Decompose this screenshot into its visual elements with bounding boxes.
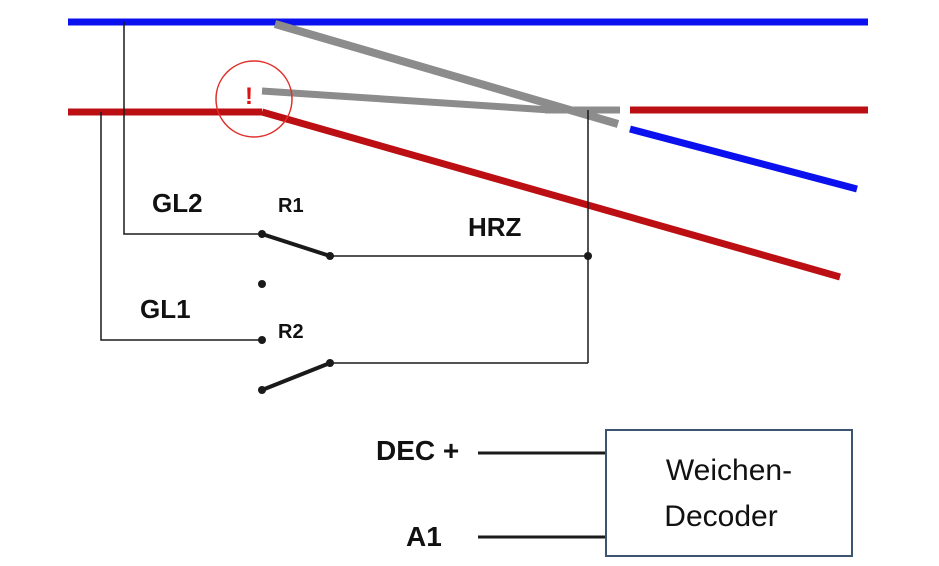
node-r1-left	[258, 230, 266, 238]
node-middle	[258, 280, 266, 288]
warning-circle	[215, 60, 293, 138]
node-r2-right	[326, 359, 334, 367]
label-r1: R1	[278, 195, 304, 217]
wire-gl2	[123, 22, 262, 235]
node-hrz	[584, 252, 592, 260]
warning-mark: !	[245, 83, 253, 110]
label-gl1: GL1	[140, 294, 191, 324]
wire-gl1	[100, 112, 262, 341]
decoder-box-line2: Decoder	[664, 500, 777, 533]
label-r2: R2	[278, 321, 304, 343]
label-dec-plus: DEC +	[376, 435, 459, 466]
decoder-box-line1: Weichen-	[666, 454, 792, 487]
rail-red-diagonal	[261, 108, 841, 281]
node-r1-right	[326, 252, 334, 260]
label-a1: A1	[406, 521, 442, 552]
node-r2-top	[258, 336, 266, 344]
relay-r1-contact	[261, 232, 331, 258]
relay-r2-contact	[261, 361, 331, 392]
rail-blue-lower-right	[629, 125, 858, 193]
node-r2-bottom	[258, 386, 266, 394]
decoder-box	[605, 429, 853, 557]
label-hrz: HRZ	[468, 212, 522, 242]
rail-gray-closure	[261, 87, 551, 114]
label-gl2: GL2	[152, 188, 203, 218]
